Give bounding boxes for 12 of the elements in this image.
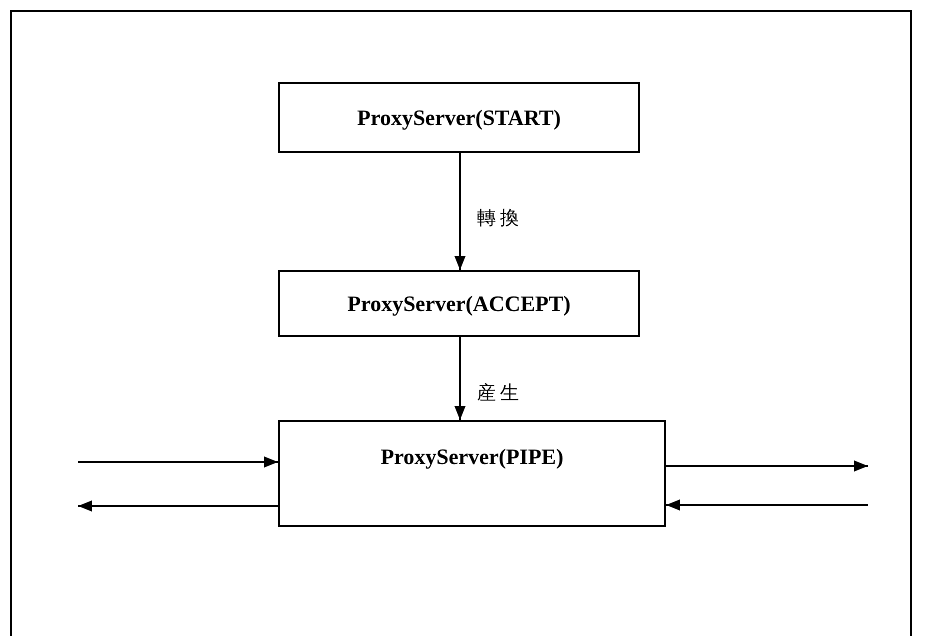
arrow (78, 500, 278, 512)
node-label: ProxyServer(ACCEPT) (347, 290, 571, 316)
arrow (666, 460, 868, 472)
process-box (278, 270, 640, 337)
arrow (454, 153, 466, 270)
arrow (78, 456, 278, 468)
process-box (278, 420, 666, 527)
process-box (278, 82, 640, 153)
node-label: ProxyServer(PIPE) (380, 444, 564, 470)
arrow (454, 337, 466, 420)
node-label: ProxyServer(START) (357, 104, 561, 130)
arrow (666, 499, 868, 511)
